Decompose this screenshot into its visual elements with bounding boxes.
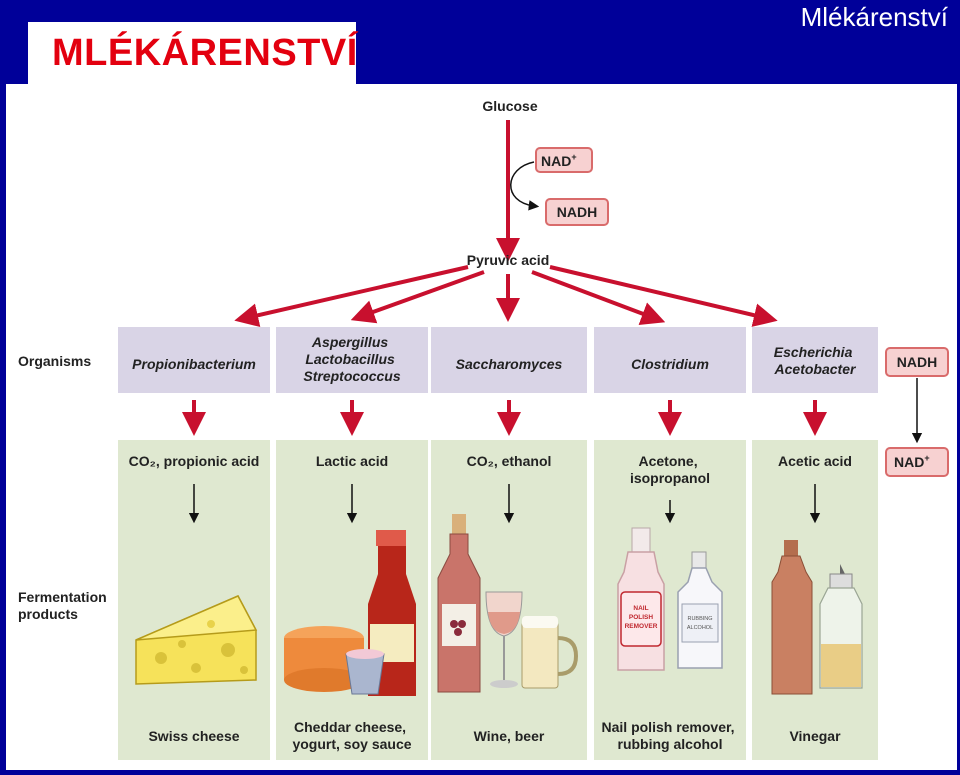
svg-text:NAD+: NAD+ [894, 453, 930, 470]
product-food-arrows [188, 484, 821, 524]
food-label-5: Vinegar [789, 728, 841, 744]
product-name-5: Acetic acid [778, 453, 852, 469]
food-label-1: Swiss cheese [148, 728, 239, 744]
organism-product-arrows [182, 400, 827, 436]
product-column-4 [594, 440, 746, 760]
organisms-row-label: Organisms [18, 353, 91, 369]
product-name-2: Lactic acid [316, 453, 388, 469]
organism-name-3: Saccharomyces [456, 356, 563, 372]
nad-plus-box-side: NAD+ [885, 447, 949, 477]
nad-plus-text: NAD [541, 153, 571, 169]
svg-text:NAD+: NAD+ [541, 152, 577, 169]
nad-curve-arrow [510, 161, 540, 211]
organism-name-5: Escherichia Acetobacter [774, 344, 857, 377]
organism-box-5 [752, 327, 878, 393]
nadh-box-side: NADH [885, 347, 949, 377]
rubbing-bottle-label-2: ALCOHOL [687, 625, 713, 631]
swiss-cheese-illustration [135, 595, 258, 685]
nad-plus-sup-side: + [924, 453, 929, 463]
product-name-1: CO₂, propionic acid [129, 453, 260, 469]
glucose-label: Glucose [482, 98, 537, 114]
fermentation-diagram: Glucose NAD+ NADH Pyruvic acid Organisms… [18, 98, 949, 760]
organism-name-4: Clostridium [631, 356, 709, 372]
nadh-box-top: NADH [545, 198, 609, 226]
organism-box-4 [594, 327, 746, 393]
organism-name-1: Propionibacterium [132, 356, 256, 372]
pyruvic-acid-label: Pyruvic acid [467, 252, 550, 268]
food-label-2: Cheddar cheese, yogurt, soy sauce [292, 719, 411, 752]
slide-title-box: MLÉKÁRENSTVÍ [28, 22, 358, 84]
nail-bottle-label-2: POLISH [629, 614, 654, 621]
rubbing-bottle-label-1: RUBBING [687, 616, 712, 622]
food-label-3: Wine, beer [474, 728, 545, 744]
vinegar-illustration [771, 540, 863, 695]
organism-boxes [118, 327, 878, 393]
organism-name-2: Aspergillus Lactobacillus Streptococcus [303, 334, 400, 384]
food-label-4: Nail polish remover, rubbing alcohol [602, 719, 739, 752]
nadh-text-side: NADH [897, 354, 937, 370]
product-name-3: CO₂, ethanol [467, 453, 552, 469]
cheddar-yogurt-soy-illustration [284, 530, 416, 696]
nail-bottle-label-3: REMOVER [625, 623, 658, 630]
nad-plus-box-top: NAD+ [535, 147, 593, 173]
nadh-text-top: NADH [557, 204, 597, 220]
pyruvic-branch-arrows [234, 265, 778, 328]
organism-box-3 [431, 327, 587, 393]
fermentation-row-label: Fermentation products [18, 589, 111, 622]
nail-polish-rubbing-illustration: NAIL POLISH REMOVER RUBBING ALCOHOL [617, 527, 723, 671]
nad-plus-text-side: NAD [894, 454, 924, 470]
wine-beer-illustration [437, 514, 579, 693]
slide-title: MLÉKÁRENSTVÍ [52, 32, 358, 74]
corner-title: Mlékárenství [800, 2, 948, 32]
product-name-4: Acetone, isopropanol [630, 453, 710, 486]
organism-box-2 [276, 327, 428, 393]
organism-box-1 [118, 327, 270, 393]
diagram-panel: Glucose NAD+ NADH Pyruvic acid Organisms… [6, 84, 957, 770]
nad-plus-sup: + [571, 152, 576, 162]
nail-bottle-label-1: NAIL [633, 605, 648, 612]
